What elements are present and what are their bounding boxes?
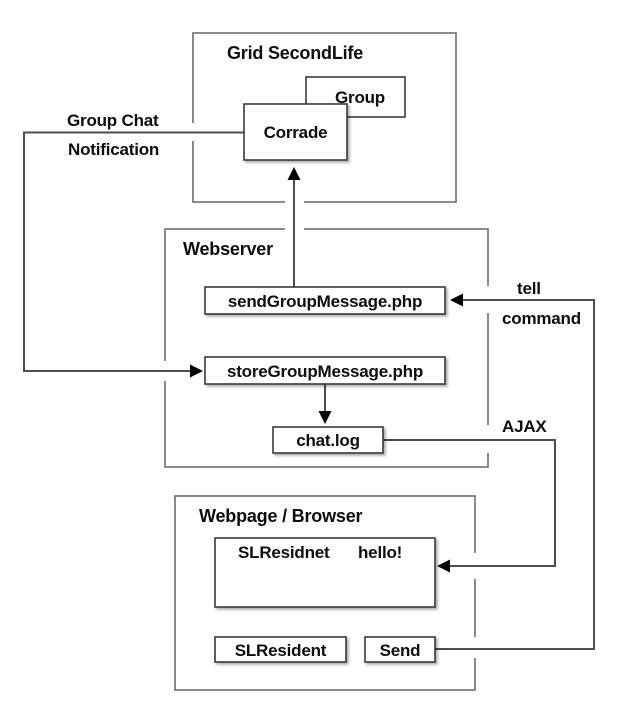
store-php-node-label: storeGroupMessage.php	[227, 362, 423, 381]
connector-lines	[23, 131, 595, 650]
webserver-title: Webserver	[183, 239, 273, 259]
store-php-node	[204, 356, 446, 385]
chat-display-panel	[214, 537, 436, 608]
corrade-node-label: Corrade	[264, 123, 328, 142]
edge-label-notification: Notification	[68, 140, 159, 159]
grid-secondlife-container	[192, 32, 457, 203]
gap-webpage-right-send	[472, 637, 479, 658]
arrowhead-into-sendphp	[450, 293, 463, 307]
corrade-node	[243, 103, 348, 161]
send-button-box	[364, 636, 436, 663]
webpage-browser-container	[174, 495, 476, 691]
edge-chatlog-to-display	[383, 439, 556, 567]
container-frames	[164, 32, 489, 691]
arrowhead-into-store	[190, 364, 203, 378]
send-php-node-label: sendGroupMessage.php	[228, 292, 422, 311]
chat-log-node-label: chat.log	[296, 431, 360, 450]
node-boxes	[204, 76, 446, 663]
edge-label-command: command	[502, 309, 581, 328]
webpage-browser-title: Webpage / Browser	[199, 506, 363, 526]
resident-input-box	[214, 636, 347, 663]
edge-label-tell: tell	[517, 279, 541, 298]
send-button-label: Send	[380, 641, 421, 660]
chat-display-message: hello!	[358, 543, 402, 562]
resident-input-label: SLResident	[235, 641, 327, 660]
webserver-container	[164, 228, 489, 468]
chat-log-node	[272, 426, 384, 454]
arrowhead-into-corrade	[287, 167, 301, 180]
edge-corrade-to-store	[23, 131, 244, 372]
arrowhead-into-chatlog	[318, 411, 332, 424]
chat-display-sender: SLResidnet	[238, 543, 330, 562]
edge-send-to-sendphp	[435, 299, 595, 650]
arrowheads	[190, 167, 463, 573]
grid-secondlife-title: Grid SecondLife	[227, 43, 363, 63]
edge-label-ajax: AJAX	[502, 417, 547, 436]
arrowhead-into-display	[437, 559, 450, 573]
group-node-label: Group	[335, 88, 385, 107]
edge-label-group-chat: Group Chat	[67, 111, 159, 130]
send-php-node	[204, 286, 446, 315]
labels: Grid SecondLife Webserver Webpage / Brow…	[67, 43, 581, 660]
